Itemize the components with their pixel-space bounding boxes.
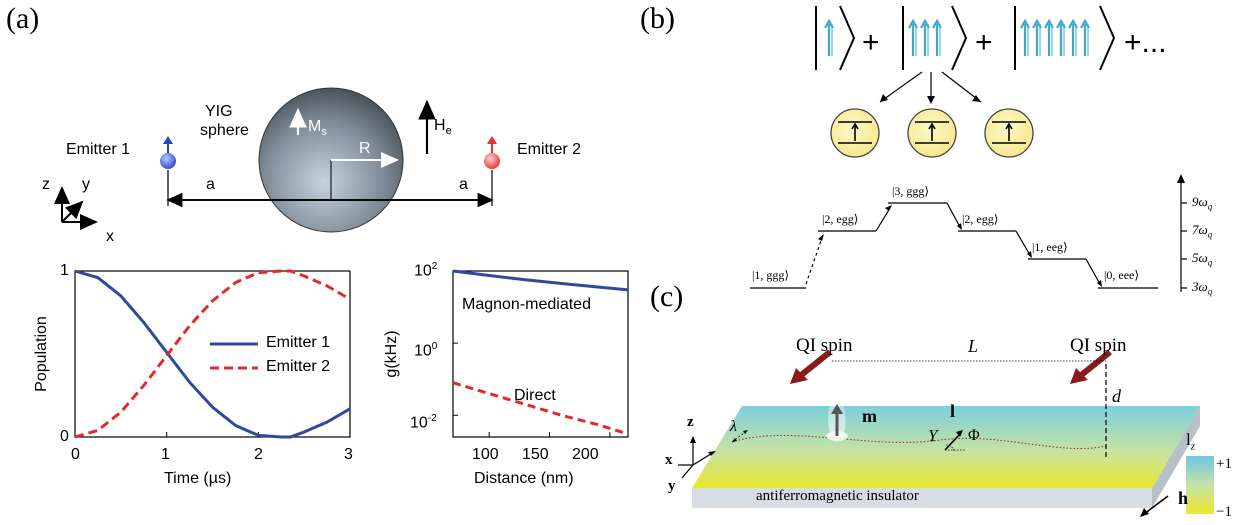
axis-y-label: y [82, 176, 90, 193]
level-3ggg: |3, ggg⟩ [892, 184, 930, 198]
panel-a-tag: (a) [6, 2, 40, 35]
gy-2: 102 [414, 261, 438, 280]
ket-1 [815, 5, 856, 71]
l-label: l [950, 401, 956, 421]
energy-7wq: 7ωq [1192, 222, 1213, 240]
plus-ellipsis: +... [1124, 26, 1167, 59]
cbar-title: lz [1186, 430, 1196, 453]
energy-9wq: 9ωq [1192, 194, 1213, 212]
coupling-plot-frame [452, 270, 629, 438]
emitter1-label: Emitter 1 [66, 141, 131, 158]
series-magnon-mediated [452, 269, 629, 292]
population-plot-frame [74, 270, 351, 438]
level-1eeg: |1, eeg⟩ [1032, 240, 1068, 254]
population-ylabel: Population [33, 316, 50, 392]
legend-emitter1: Emitter 1 [266, 334, 331, 351]
Phi-label: Φ [968, 427, 980, 444]
cbar-top: +1 [1216, 456, 1232, 472]
level-2egg-b: |2, egg⟩ [962, 212, 999, 226]
ket-3 [902, 5, 968, 71]
slab-top [692, 406, 1200, 488]
gy-0: 100 [414, 341, 438, 360]
afm-base-label: antiferromagnetic insulator [756, 488, 919, 504]
panel-b-tag: (b) [640, 2, 675, 35]
atom-1 [830, 108, 880, 158]
level-1ggg: |1, ggg⟩ [752, 268, 790, 282]
time-xlabel: Time (µs) [164, 470, 232, 487]
lambda-label: λ [730, 418, 737, 435]
r-label: R [359, 140, 371, 157]
atom-2 [907, 108, 957, 158]
level-0eee: |0, eee⟩ [1104, 268, 1140, 282]
population-plot [74, 269, 351, 439]
axis-x-c: x [665, 452, 673, 468]
xt-1: 1 [161, 446, 170, 463]
direct-label: Direct [514, 387, 556, 404]
level-2egg-a: |2, egg⟩ [822, 212, 859, 226]
axis-y-c: y [668, 478, 676, 494]
lz-colorbar [1186, 456, 1214, 514]
series-emitter-1 [74, 269, 351, 439]
d-label: d [1112, 386, 1121, 406]
xt-3: 3 [344, 446, 353, 463]
plus-1: + [862, 26, 880, 59]
plus-2: + [975, 26, 993, 59]
axis-z-label: z [42, 176, 50, 193]
energy-3wq: 3ωq [1192, 279, 1213, 297]
energy-ladder [750, 174, 1187, 292]
gx-200: 200 [572, 446, 599, 463]
axis-x-label: x [106, 228, 114, 245]
cbar-bottom: −1 [1216, 504, 1232, 520]
coupling-plot [452, 269, 629, 438]
emitter1-ball [160, 153, 176, 169]
magnon-label: Magnon-mediated [462, 296, 591, 313]
yig-diagram [54, 87, 500, 233]
legend-emitter2: Emitter 2 [266, 358, 331, 375]
L-label: L [968, 336, 979, 356]
qi-spin-right: QI spin [1070, 335, 1127, 356]
yig-label-1: YIG [205, 103, 233, 120]
afm-slab-diagram [678, 349, 1214, 517]
gx-150: 150 [522, 446, 549, 463]
a-left-label: a [206, 176, 215, 193]
yt-0: 0 [60, 428, 69, 445]
ms-label: Ms [308, 118, 327, 139]
emitter2-ball [484, 153, 500, 169]
distance-xlabel: Distance (nm) [474, 470, 574, 487]
xt-2: 2 [254, 446, 263, 463]
series-emitter-2 [74, 269, 351, 439]
Y-label: Y [928, 426, 938, 445]
he-label: He [434, 117, 452, 138]
emitter2-label: Emitter 2 [517, 141, 582, 158]
h-label: h [1178, 488, 1189, 508]
panel-c-tag: (c) [650, 280, 684, 313]
axis-z-c: z [687, 414, 694, 430]
gx-100: 100 [472, 446, 499, 463]
yig-label-2: sphere [200, 122, 249, 139]
series-direct [452, 381, 629, 436]
m-label: m [862, 406, 877, 426]
g-ylabel: g(kHz) [383, 330, 400, 378]
qi-spin-left: QI spin [796, 335, 853, 356]
a-right-label: a [459, 176, 468, 193]
energy-5wq: 5ωq [1192, 250, 1213, 268]
yt-1: 1 [60, 262, 69, 279]
xt-0: 0 [71, 446, 80, 463]
ket-6 [1014, 5, 1116, 71]
gy-m2: 10-2 [410, 413, 437, 432]
superposition-diagram [815, 5, 1116, 158]
atom-3 [984, 108, 1034, 158]
